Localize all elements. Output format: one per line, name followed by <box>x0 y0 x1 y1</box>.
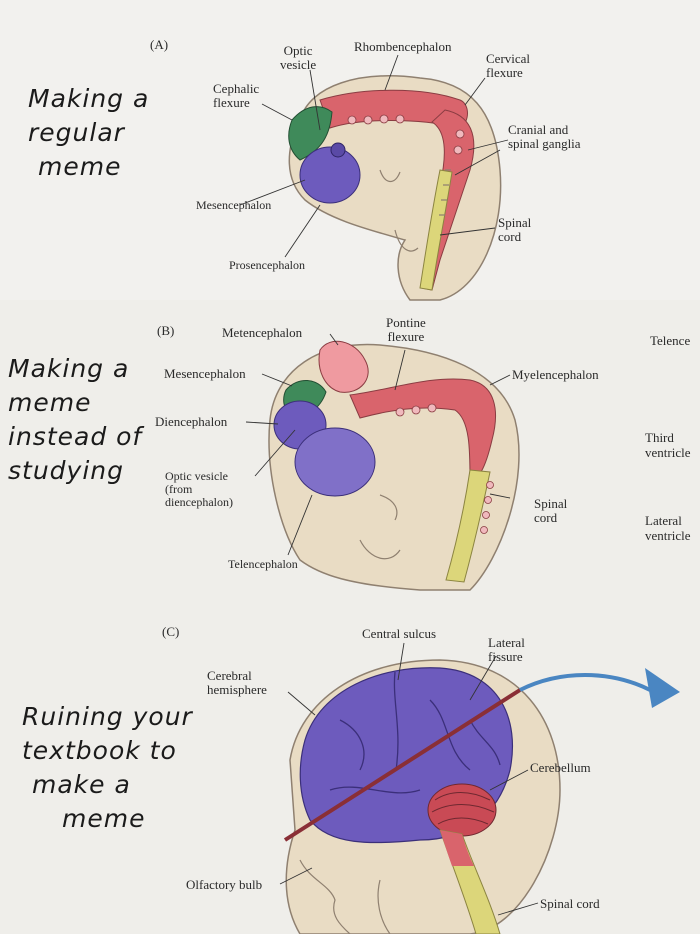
handwriting-line: studying <box>8 456 124 485</box>
label-lateral-fissure: Lateral fissure <box>488 636 525 664</box>
ganglia-b <box>395 403 494 534</box>
handwriting-c: Ruining your textbook to make a meme <box>22 700 193 836</box>
lateral-fissure-marker <box>283 688 522 842</box>
label-rhombencephalon: Rhombencephalon <box>354 39 452 54</box>
embryo-a-details <box>379 169 451 252</box>
embryo-b-details <box>359 494 401 560</box>
handwriting-line: instead of <box>8 422 143 451</box>
label-pontine-flexure: Pontine flexure <box>386 316 426 344</box>
label-cranial-spinal-ganglia: Cranial and spinal ganglia <box>508 123 581 151</box>
leaders-c <box>279 642 539 916</box>
label-spinal-cord-c: Spinal cord <box>540 896 600 911</box>
handwriting-line: regular <box>28 118 125 147</box>
label-line: Third <box>645 430 674 445</box>
brainstem-c <box>440 830 474 866</box>
label-myelencephalon: Myelencephalon <box>512 367 599 382</box>
label-line: fissure <box>488 649 523 664</box>
label-cephalic-flexure: Cephalic flexure <box>213 82 259 110</box>
handwriting-line: meme <box>38 152 122 181</box>
label-cerebellum: Cerebellum <box>530 760 591 775</box>
label-central-sulcus: Central sulcus <box>362 626 437 641</box>
brain-c <box>279 642 680 934</box>
cerebellum-folia <box>431 792 495 825</box>
handwriting-line: Making a <box>8 354 130 383</box>
handwriting-line: Ruining your <box>22 702 193 731</box>
label-line: spinal ganglia <box>508 136 581 151</box>
label-line: hemisphere <box>207 682 267 697</box>
label-mesencephalon-a: Mesencephalon <box>196 198 272 212</box>
label-line: flexure <box>387 329 425 344</box>
handwriting-line: textbook to <box>22 736 177 765</box>
label-optic-vesicle-b: Optic vesicle (from diencephalon) <box>165 470 233 509</box>
label-line: Cephalic <box>213 81 260 96</box>
label-line: cord <box>534 510 558 525</box>
label-mesencephalon-b: Mesencephalon <box>164 366 246 381</box>
embryo-a <box>239 54 509 301</box>
label-line: cord <box>498 229 522 244</box>
label-line: Optic vesicle <box>165 469 228 483</box>
edge-label-lateral-ventricle: Lateral ventricle <box>645 513 690 543</box>
label-cervical-flexure: Cervical flexure <box>486 52 530 80</box>
label-line: flexure <box>486 65 523 80</box>
label-line: (from <box>165 482 193 496</box>
label-line: vesicle <box>280 57 317 72</box>
embryo-b <box>245 333 520 591</box>
handwriting-line: meme <box>8 388 92 417</box>
optic-vesicle-a <box>330 142 346 158</box>
label-telencephalon: Telencephalon <box>228 557 298 571</box>
telencephalon-region <box>294 427 376 497</box>
face-outline <box>299 859 391 934</box>
rhombencephalon-region <box>319 89 468 129</box>
handwriting-line: Making a <box>28 84 150 113</box>
label-line: Optic <box>283 43 313 58</box>
panel-c-label: (C) <box>162 624 180 639</box>
label-spinal-cord-b: Spinal cord <box>534 497 567 525</box>
label-line: Cerebral <box>207 668 252 683</box>
label-line: diencephalon) <box>165 495 233 509</box>
handwriting-line: make a <box>32 770 131 799</box>
handwriting-line: meme <box>62 804 146 833</box>
prosencephalon-region <box>299 146 361 204</box>
cerebellum-region <box>427 783 497 837</box>
label-line: Cranial and <box>508 122 569 137</box>
label-line: ventricle <box>645 445 691 460</box>
label-line: ventricle <box>645 528 691 543</box>
label-cerebral-hemisphere: Cerebral hemisphere <box>207 669 267 697</box>
label-line: Lateral <box>645 513 682 528</box>
label-optic-vesicle-a: Optic vesicle <box>280 44 316 72</box>
label-spinal-cord-a: Spinal cord <box>498 216 531 244</box>
leaders-b <box>245 333 511 556</box>
label-line: Pontine <box>386 315 426 330</box>
label-line: flexure <box>213 95 250 110</box>
spinal-cord-b <box>445 469 491 583</box>
ganglia-a <box>347 114 465 155</box>
edge-label-third-ventricle: Third ventricle <box>645 430 690 460</box>
arrow-shaft <box>519 673 651 692</box>
mesencephalon-green-a <box>288 106 333 161</box>
panel-b-label: (B) <box>157 323 175 338</box>
label-prosencephalon: Prosencephalon <box>229 258 305 272</box>
handwriting-a: Making a regular meme <box>28 82 149 184</box>
edge-label-telence: Telence <box>650 333 691 348</box>
label-olfactory-bulb: Olfactory bulb <box>186 877 263 892</box>
arrow-head-icon <box>645 668 680 708</box>
leaders-a <box>239 54 509 258</box>
metencephalon-region <box>318 340 369 393</box>
label-line: Lateral <box>488 635 525 650</box>
label-line: Cervical <box>486 51 531 66</box>
label-metencephalon: Metencephalon <box>222 325 303 340</box>
panel-a-label: (A) <box>150 37 169 52</box>
label-line: Spinal <box>534 496 568 511</box>
label-diencephalon: Diencephalon <box>155 414 228 429</box>
handwriting-b: Making a meme instead of studying <box>8 352 142 488</box>
label-line: Spinal <box>498 215 532 230</box>
